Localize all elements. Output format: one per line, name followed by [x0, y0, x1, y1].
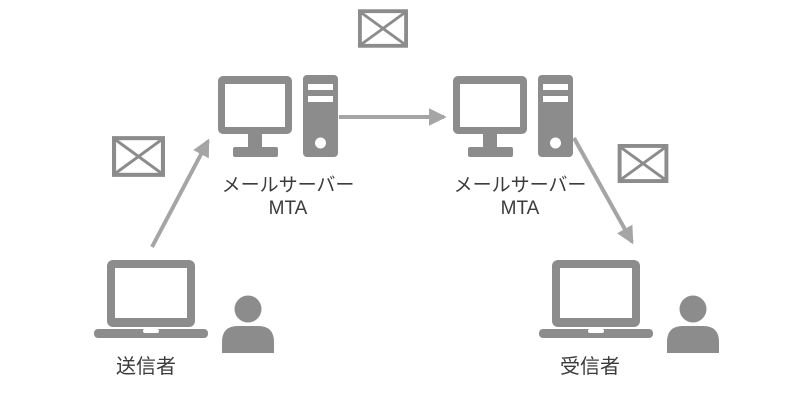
receiver-label: 受信者	[560, 356, 620, 378]
arrow-server2-to-receiver	[572, 137, 634, 245]
arrow-sender-to-server1	[150, 138, 210, 248]
envelope-icon-server-hop	[358, 9, 408, 48]
envelope-icon-sender-hop	[112, 136, 165, 177]
server1-label: メールサーバー MTA	[208, 174, 368, 220]
server2-label-line2: MTA	[500, 198, 540, 219]
envelope-icon-receiver-hop	[617, 144, 669, 183]
server-tower-icon	[303, 75, 338, 157]
sender-laptop-icon	[94, 260, 208, 338]
server1-label-line1: メールサーバー	[221, 175, 355, 196]
server2-label: メールサーバー MTA	[440, 174, 600, 220]
server-tower-icon	[538, 75, 573, 157]
mail-server-2-icon	[453, 75, 573, 157]
sender-person-icon	[222, 295, 274, 353]
sender-label: 送信者	[116, 356, 176, 378]
receiver-laptop-icon	[539, 260, 653, 338]
server1-label-line2: MTA	[268, 198, 308, 219]
receiver-person-icon	[667, 295, 719, 353]
server2-label-line1: メールサーバー	[453, 175, 587, 196]
mail-server-1-icon	[218, 75, 338, 157]
